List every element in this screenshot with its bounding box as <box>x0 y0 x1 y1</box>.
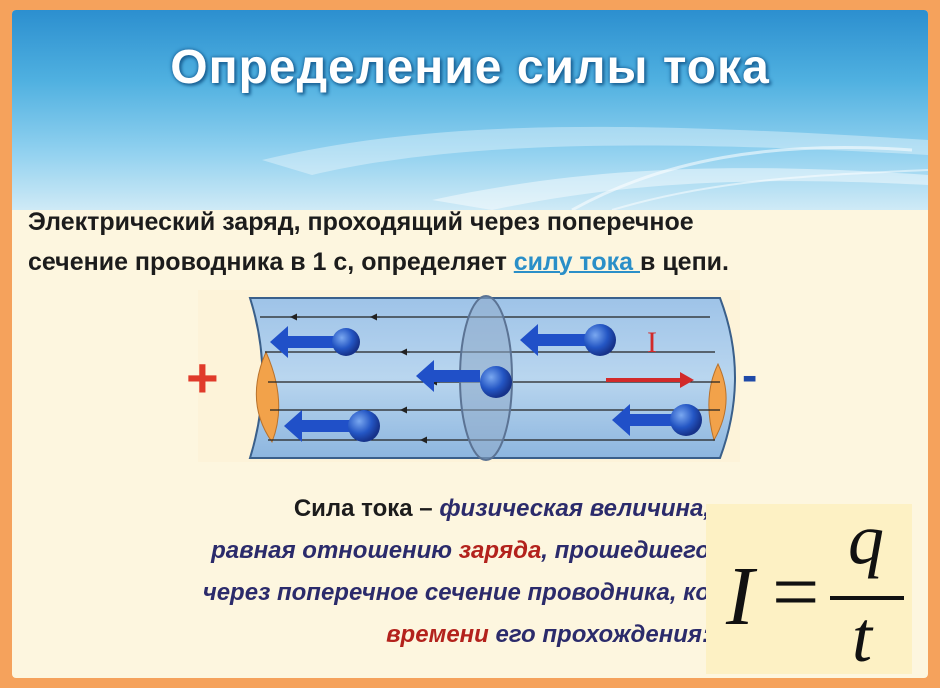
header-banner: Определение силы тока <box>12 10 928 210</box>
formula-numerator: q <box>848 499 884 579</box>
formula-denominator: t <box>852 597 873 677</box>
intro-text: Электрический заряд, проходящий через по… <box>28 202 908 282</box>
formula: I = q t <box>706 499 912 677</box>
formula-lhs: I <box>726 550 754 643</box>
definition-phrase-2b: , прошедшего <box>541 537 710 564</box>
definition-line-4: времени его прохождения: <box>90 614 710 656</box>
negative-terminal-sign: - <box>742 349 758 401</box>
wave-decoration <box>262 126 928 210</box>
definition-phrase-4: его прохождения: <box>488 621 710 648</box>
fraction-bar <box>830 596 904 600</box>
definition-line-1: Сила тока – физическая величина, <box>90 488 710 530</box>
definition-line-3: через поперечное сечение проводника, ко <box>90 572 710 614</box>
positive-terminal-sign: + <box>186 346 219 409</box>
left-end-cap <box>255 350 280 444</box>
conductor-diagram <box>198 290 740 462</box>
definition-line-2: равная отношению заряда, прошедшего <box>90 530 710 572</box>
current-strength-link[interactable]: силу тока <box>513 248 640 276</box>
intro-line-1: Электрический заряд, проходящий через по… <box>28 208 694 236</box>
definition-charge-word: заряда <box>458 537 542 564</box>
definition-text: Сила тока – физическая величина, равная … <box>90 488 710 656</box>
definition-phrase-3: через поперечное сечение проводника, ко <box>202 579 710 606</box>
current-label: I <box>647 326 657 359</box>
page-title: Определение силы тока <box>170 41 770 94</box>
slide: Определение силы тока Электрический заря… <box>12 10 928 678</box>
formula-equals: = <box>772 546 820 639</box>
definition-phrase-2a: равная отношению <box>211 537 459 564</box>
definition-time-word: времени <box>386 621 489 648</box>
definition-term: Сила тока – <box>293 495 440 522</box>
charges <box>270 324 702 442</box>
definition-phrase-1: физическая величина, <box>439 495 710 522</box>
current-direction-arrow <box>606 372 694 388</box>
intro-line-2-start: сечение проводника в 1 с, определяет <box>28 248 514 276</box>
intro-line-2: сечение проводника в 1 с, определяет сил… <box>28 242 908 282</box>
intro-line-2-end: в цепи. <box>640 248 730 276</box>
